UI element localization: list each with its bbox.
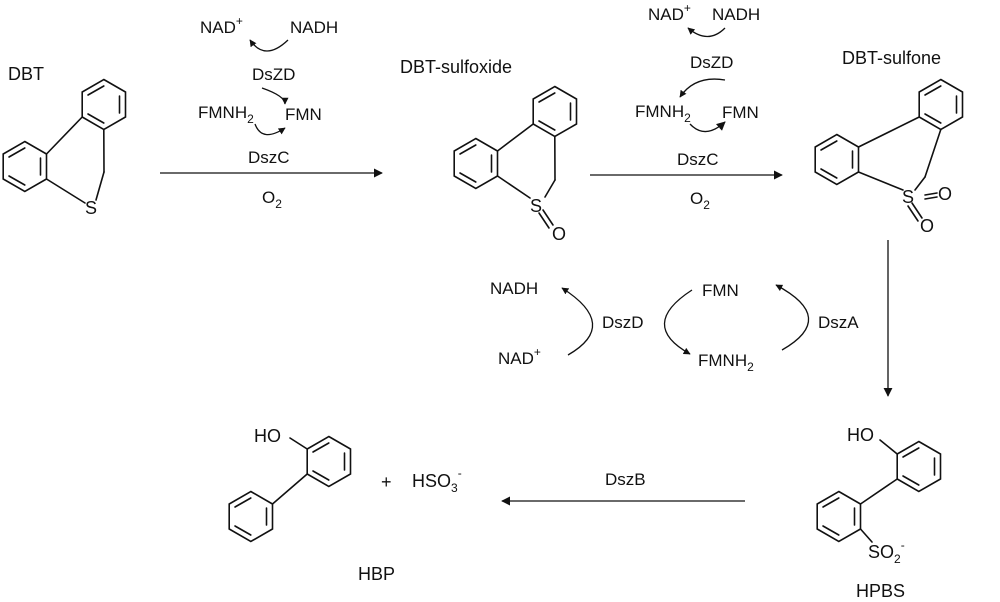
step2-nad-reduction-arrow <box>687 27 726 38</box>
step3-enzyme-label: DszA <box>818 313 859 332</box>
dbt-sulfoxide-sulfur-atom: S <box>530 196 542 216</box>
dbt-sulfone-label: DBT-sulfone <box>842 48 941 68</box>
hpbs-structure <box>816 439 942 543</box>
step4-enzyme-label: DszB <box>605 470 646 489</box>
dbt-structure <box>2 78 127 204</box>
step3-fmnh2-oxidation-arrow <box>775 284 810 351</box>
dbt-sulfone-oxygen-atom-2: O <box>920 216 934 236</box>
step1-fmnh2: FMNH2 <box>198 103 254 126</box>
step1-oxygen: O2 <box>262 188 282 211</box>
step1-nad-reduction-arrow <box>249 39 289 52</box>
step3-fmn-reduction-arrow <box>663 289 693 355</box>
step2-reductase-label: DsZD <box>690 53 733 72</box>
hpbs-hydroxyl-group: HO <box>847 425 874 445</box>
dbt-sulfone-sulfur-atom: S <box>902 187 914 207</box>
step2-oxygen: O2 <box>690 189 710 212</box>
step2-fmn-reduction-arrow <box>679 78 726 98</box>
step1-fmn: FMN <box>285 105 322 124</box>
step3-nad-reduction-arrow <box>561 287 594 356</box>
dbt-sulfur-atom: S <box>85 198 97 218</box>
step2-fmnh2-oxidation-arrow <box>689 121 726 133</box>
step1-reductase-label: DsZD <box>252 65 295 84</box>
dbt-sulfone-oxygen-atom-1: O <box>938 184 952 204</box>
step2-fmn: FMN <box>722 103 759 122</box>
hpbs-label: HPBS <box>856 581 905 601</box>
hpbs-sulfinate-group: SO2- <box>868 538 905 566</box>
hbp-structure <box>228 435 352 543</box>
hbp-label: HBP <box>358 564 395 584</box>
dbt-label: DBT <box>8 64 44 84</box>
step2-nad-plus: NAD+ <box>648 1 691 24</box>
dbt-sulfoxide-label: DBT-sulfoxide <box>400 57 512 77</box>
step3-nad-plus: NAD+ <box>498 345 541 368</box>
step1-nadh: NADH <box>290 18 338 37</box>
step3-nadh: NADH <box>490 279 538 298</box>
step1-enzyme-label: DszC <box>248 148 290 167</box>
step3-fmnh2: FMNH2 <box>698 351 754 374</box>
hbp-hydroxyl-group: HO <box>254 426 281 446</box>
step2-nadh: NADH <box>712 5 760 24</box>
dbt-sulfoxide-oxygen-atom: O <box>552 224 566 244</box>
step2-enzyme-label: DszC <box>677 150 719 169</box>
dbt-sulfone-structure <box>814 78 964 222</box>
step1-fmn-reduction-arrow <box>261 87 289 105</box>
bisulfite-product: HSO3- <box>412 466 462 495</box>
step1-fmnh2-oxidation-arrow <box>254 123 286 136</box>
plus-sign: + <box>381 472 392 492</box>
step3-fmn: FMN <box>702 281 739 300</box>
step2-fmnh2: FMNH2 <box>635 102 691 125</box>
dbt-sulfoxide-structure <box>453 85 578 229</box>
step1-nad-plus: NAD+ <box>200 14 243 37</box>
step3-reductase-label: DszD <box>602 313 644 332</box>
